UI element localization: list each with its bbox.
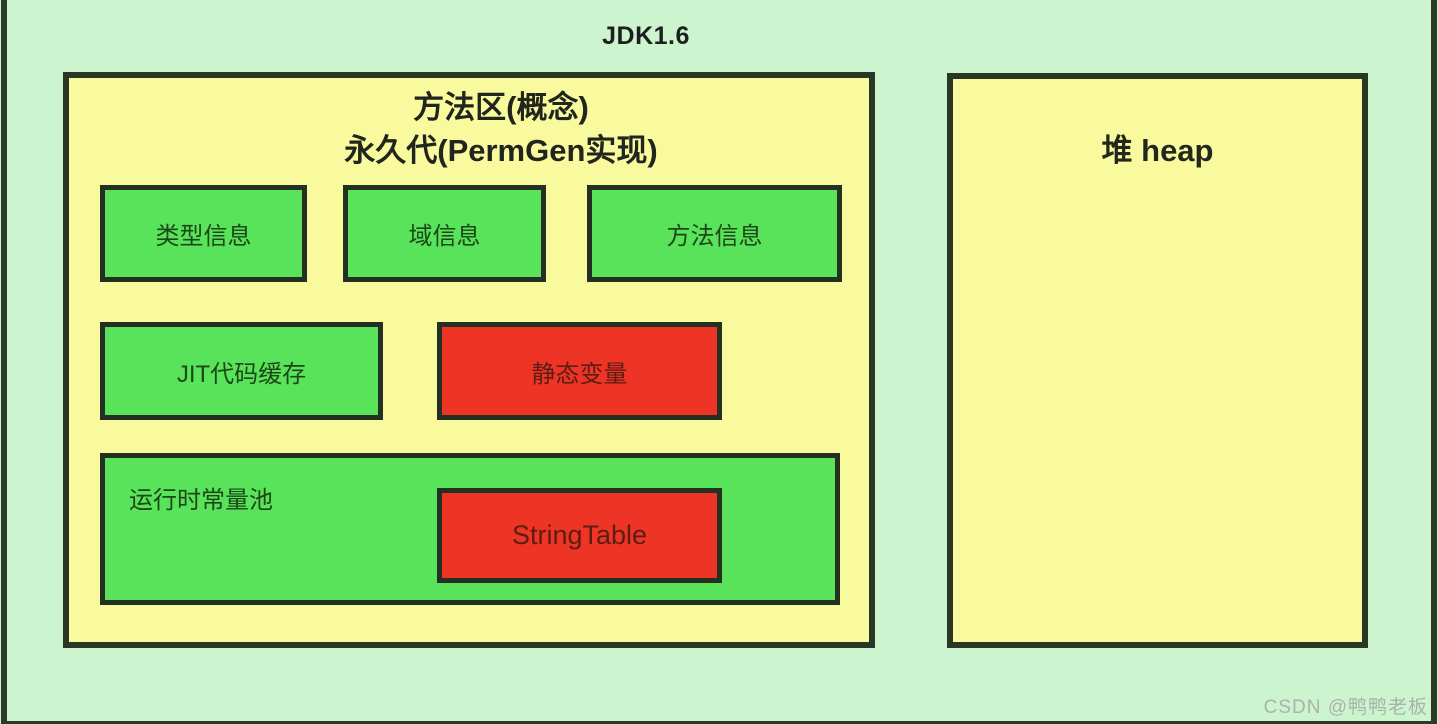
method-area-title: 方法区(概念) 永久代(PermGen实现) — [69, 78, 869, 172]
method-area-title-line2: 永久代(PermGen实现) — [344, 133, 658, 168]
jit-code-cache-box: JIT代码缓存 — [100, 322, 383, 420]
page-title: JDK1.6 — [602, 22, 690, 50]
runtime-constant-pool-label: 运行时常量池 — [129, 487, 273, 514]
heap-panel: 堆 heap — [947, 73, 1368, 648]
type-info-box: 类型信息 — [100, 185, 307, 282]
method-area-title-line1: 方法区(概念) — [413, 90, 589, 125]
heap-title: 堆 heap — [1101, 133, 1214, 168]
static-variables-box: 静态变量 — [437, 322, 722, 420]
csdn-watermark: CSDN @鸭鸭老板 — [1263, 697, 1428, 718]
method-info-box: 方法信息 — [587, 185, 842, 282]
field-info-box: 域信息 — [343, 185, 546, 282]
string-table-box: StringTable — [437, 488, 722, 583]
